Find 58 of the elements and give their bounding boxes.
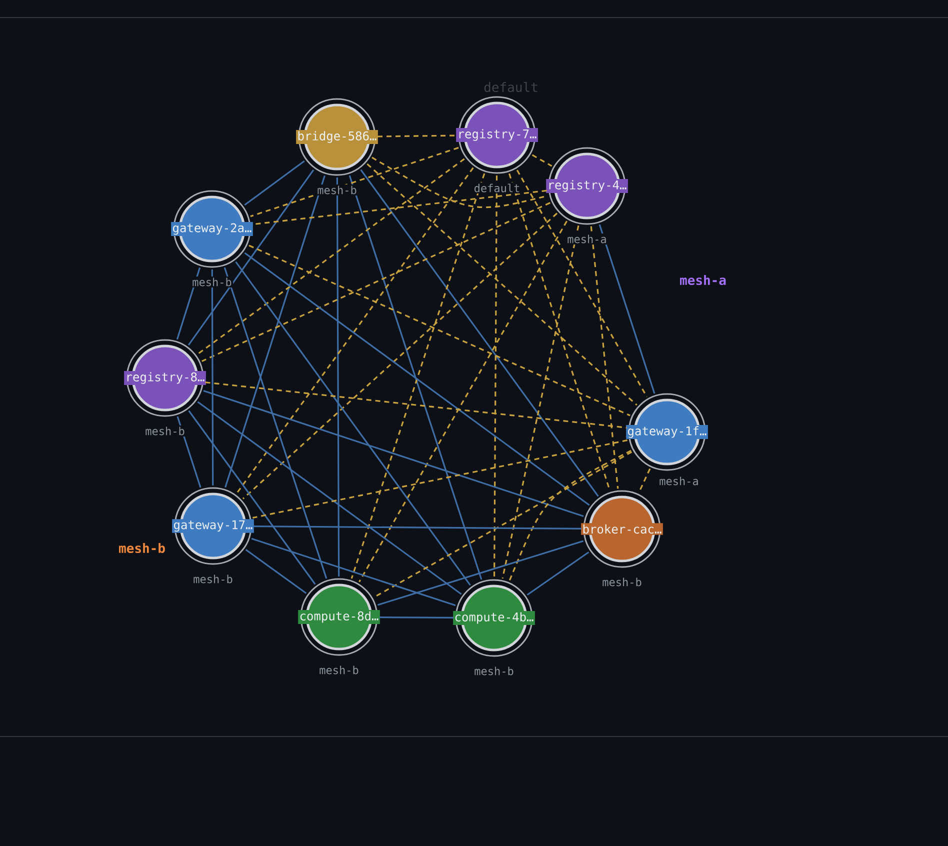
- connector: [590, 226, 619, 489]
- connector: [224, 267, 328, 579]
- node-caption: mesh-a: [566, 234, 608, 244]
- connector: [508, 450, 632, 581]
- connector: [374, 451, 632, 598]
- service-node: registry-4…: [546, 147, 628, 225]
- service-node: compute-4b…: [453, 579, 535, 657]
- connector: [516, 170, 648, 398]
- node-caption: mesh-b: [600, 576, 644, 588]
- connector: [236, 167, 474, 494]
- node-caption: mesh-b: [318, 664, 360, 676]
- node-caption: mesh-b: [144, 426, 186, 436]
- connector: [377, 134, 457, 138]
- connector: [366, 163, 638, 406]
- connector: [188, 410, 316, 585]
- connector: [598, 224, 656, 394]
- group-label: mesh-a: [680, 274, 726, 286]
- connector: [211, 270, 214, 486]
- service-node: gateway-1f…: [626, 393, 708, 471]
- connector: [532, 154, 552, 167]
- node-caption: mesh-b: [472, 666, 516, 676]
- service-node: registry-8…: [124, 339, 206, 417]
- node-caption: mesh-b: [190, 276, 234, 288]
- connector: [202, 202, 550, 362]
- connector: [197, 158, 465, 355]
- connector: [224, 175, 326, 488]
- connector: [638, 468, 651, 493]
- connector: [244, 252, 590, 506]
- connector: [358, 220, 568, 582]
- node-caption: mesh-b: [192, 574, 234, 584]
- connector: [205, 382, 627, 428]
- connector: [377, 540, 584, 606]
- node-caption: mesh-b: [316, 184, 358, 196]
- connector: [251, 538, 456, 606]
- connector: [245, 549, 307, 594]
- service-node: gateway-2a…: [171, 190, 253, 268]
- service-node: compute-8d…: [298, 578, 380, 656]
- connector: [244, 160, 305, 206]
- service-node: registry-7…: [456, 96, 538, 174]
- service-node: bridge-586…: [296, 98, 378, 176]
- connector: [254, 526, 582, 530]
- connector: [188, 170, 314, 346]
- connector: [197, 401, 462, 595]
- connector: [235, 261, 471, 586]
- connector: [380, 616, 454, 619]
- connector: [203, 390, 584, 518]
- node-caption: default: [472, 182, 522, 194]
- service-node: broker-cac…: [581, 490, 663, 568]
- node-caption: mesh-a: [658, 476, 700, 486]
- connector: [502, 225, 580, 579]
- connector: [493, 175, 498, 578]
- service-node: gateway-17…: [172, 487, 254, 565]
- connector: [252, 439, 628, 519]
- connector: [526, 551, 590, 596]
- connector: [242, 212, 558, 500]
- connector: [248, 244, 630, 416]
- connector: [336, 178, 340, 576]
- connector: [360, 169, 599, 497]
